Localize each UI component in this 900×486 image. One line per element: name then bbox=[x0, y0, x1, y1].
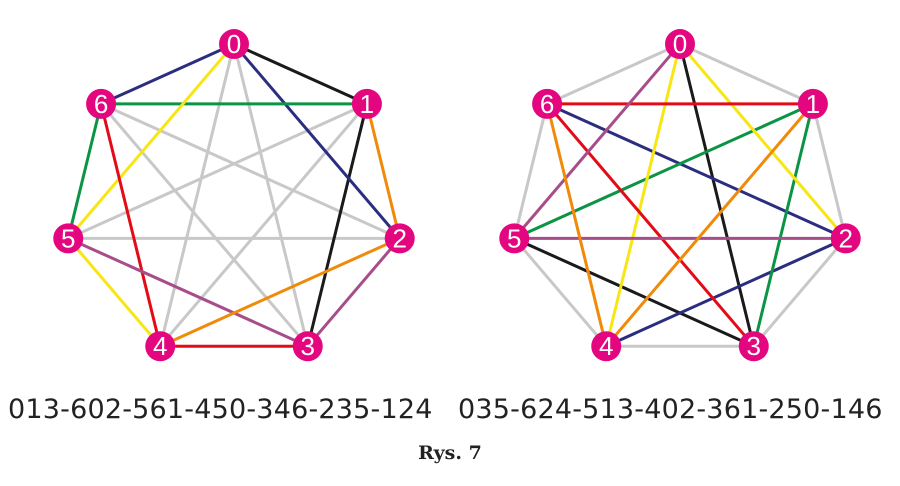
edge-1-3 bbox=[752, 103, 815, 347]
node-label-1: 1 bbox=[360, 89, 374, 119]
edge-0-2 bbox=[678, 43, 847, 240]
edge-1-3 bbox=[306, 103, 369, 347]
node-label-5: 5 bbox=[61, 223, 75, 253]
edge-4-0 bbox=[604, 43, 682, 347]
node-label-1: 1 bbox=[806, 89, 820, 119]
edge-5-6 bbox=[512, 103, 549, 239]
edge-6-2 bbox=[546, 102, 847, 240]
edge-4-5 bbox=[513, 237, 608, 348]
edge-5-1 bbox=[67, 102, 368, 240]
edge-5-1 bbox=[513, 102, 814, 240]
graph-0: 0 1 2 3 4 5 6 bbox=[53, 29, 415, 362]
edge-0-3 bbox=[678, 43, 756, 347]
edge-5-0 bbox=[67, 43, 236, 240]
edge-6-2 bbox=[100, 102, 401, 240]
node-label-5: 5 bbox=[507, 223, 521, 253]
node-label-4: 4 bbox=[153, 331, 167, 361]
edge-0-2 bbox=[232, 43, 401, 240]
edge-2-3 bbox=[306, 237, 401, 348]
edge-0-3 bbox=[232, 43, 310, 347]
node-4 bbox=[591, 331, 622, 362]
node-label-2: 2 bbox=[393, 223, 407, 253]
edge-5-0 bbox=[513, 43, 682, 240]
edge-2-3 bbox=[752, 237, 847, 348]
node-6 bbox=[532, 88, 563, 119]
node-4 bbox=[145, 331, 176, 362]
edge-1-2 bbox=[365, 103, 402, 239]
edge-1-4 bbox=[159, 102, 369, 348]
node-0 bbox=[219, 29, 249, 60]
edge-1-4 bbox=[605, 102, 815, 348]
edge-0-1 bbox=[233, 42, 368, 106]
node-label-3: 3 bbox=[747, 331, 761, 361]
edge-6-0 bbox=[100, 42, 235, 106]
node-1 bbox=[797, 88, 828, 119]
edge-5-6 bbox=[66, 103, 103, 239]
edge-2-4 bbox=[159, 237, 401, 348]
edge-4-6 bbox=[545, 103, 608, 347]
edge-0-4 bbox=[158, 43, 236, 347]
edge-3-5 bbox=[67, 237, 309, 348]
figure-caption: Rys. 7 bbox=[418, 442, 482, 464]
node-label-3: 3 bbox=[301, 331, 315, 361]
node-0 bbox=[665, 29, 695, 60]
sequence-left: 013-602-561-450-346-235-124 bbox=[8, 394, 433, 425]
edge-6-3 bbox=[99, 102, 309, 348]
node-5 bbox=[499, 223, 530, 254]
node-label-4: 4 bbox=[599, 331, 613, 361]
node-2 bbox=[384, 223, 415, 254]
node-3 bbox=[738, 331, 769, 362]
edge-1-2 bbox=[811, 103, 848, 239]
node-3 bbox=[292, 331, 323, 362]
edge-4-6 bbox=[99, 103, 162, 347]
node-2 bbox=[830, 223, 861, 254]
node-5 bbox=[53, 223, 84, 254]
edge-3-6 bbox=[545, 102, 755, 348]
node-1 bbox=[351, 88, 382, 119]
edge-3-5 bbox=[513, 237, 755, 348]
node-6 bbox=[86, 88, 117, 119]
edge-0-1 bbox=[679, 42, 814, 106]
node-label-6: 6 bbox=[540, 89, 554, 119]
node-label-0: 0 bbox=[227, 29, 241, 59]
edge-2-4 bbox=[605, 237, 847, 348]
graph-1: 0 1 2 3 4 5 6 bbox=[499, 29, 861, 362]
node-label-2: 2 bbox=[839, 223, 853, 253]
sequence-right: 035-624-513-402-361-250-146 bbox=[458, 394, 883, 425]
edge-6-0 bbox=[546, 42, 681, 106]
node-label-6: 6 bbox=[94, 89, 108, 119]
node-label-0: 0 bbox=[673, 29, 687, 59]
edge-4-5 bbox=[67, 237, 162, 348]
